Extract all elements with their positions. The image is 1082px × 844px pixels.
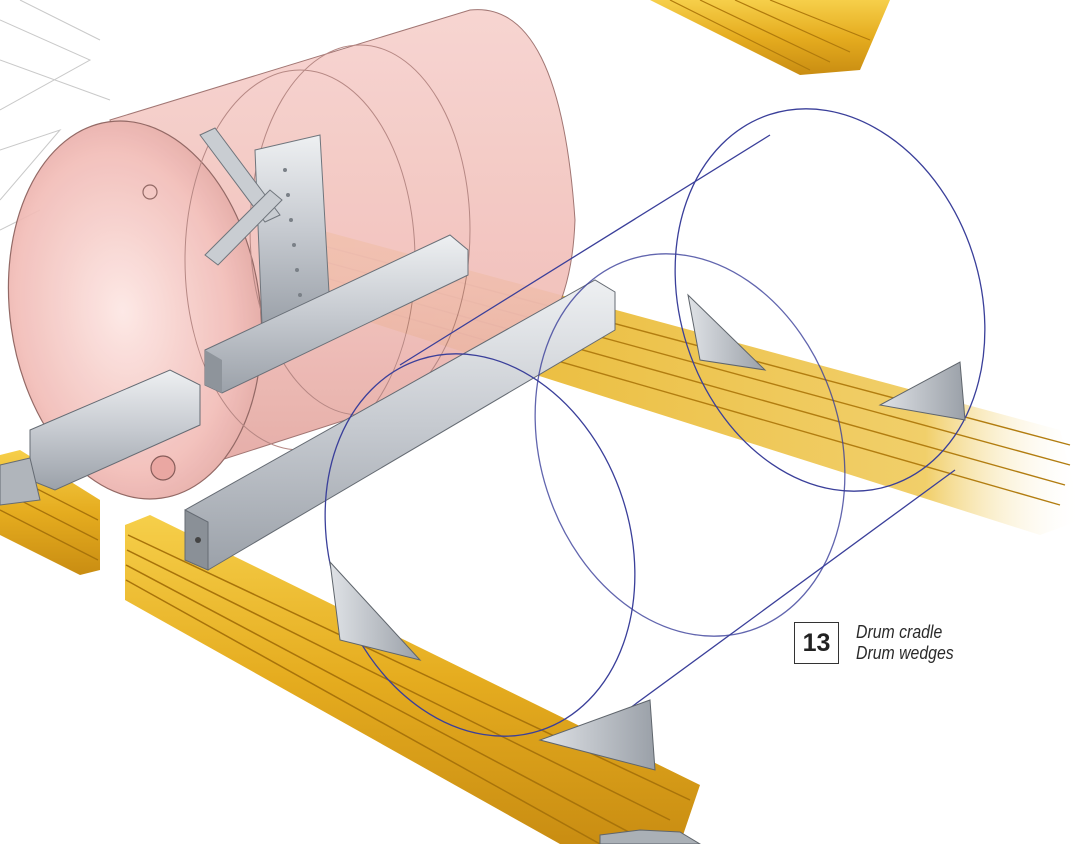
wedge-front-right xyxy=(538,699,656,771)
rail-left-fragment xyxy=(0,369,201,506)
rail-front xyxy=(184,279,616,571)
figure-number: 13 xyxy=(794,622,839,664)
bottom-fitting xyxy=(599,829,701,844)
beam-front xyxy=(125,515,700,844)
caption-line-drum-cradle: Drum cradle xyxy=(856,622,943,642)
wedge-rear-left xyxy=(687,293,767,371)
wedge-rear-right xyxy=(878,361,966,421)
caption-line-drum-wedges: Drum wedges xyxy=(856,643,954,663)
rail-back xyxy=(204,234,469,394)
wedge-front-left xyxy=(329,560,422,661)
figure-caption: Drum cradle Drum wedges xyxy=(856,622,954,664)
background-sketch xyxy=(0,0,111,231)
beam-top-fragment xyxy=(650,0,890,75)
support-post xyxy=(199,127,331,326)
